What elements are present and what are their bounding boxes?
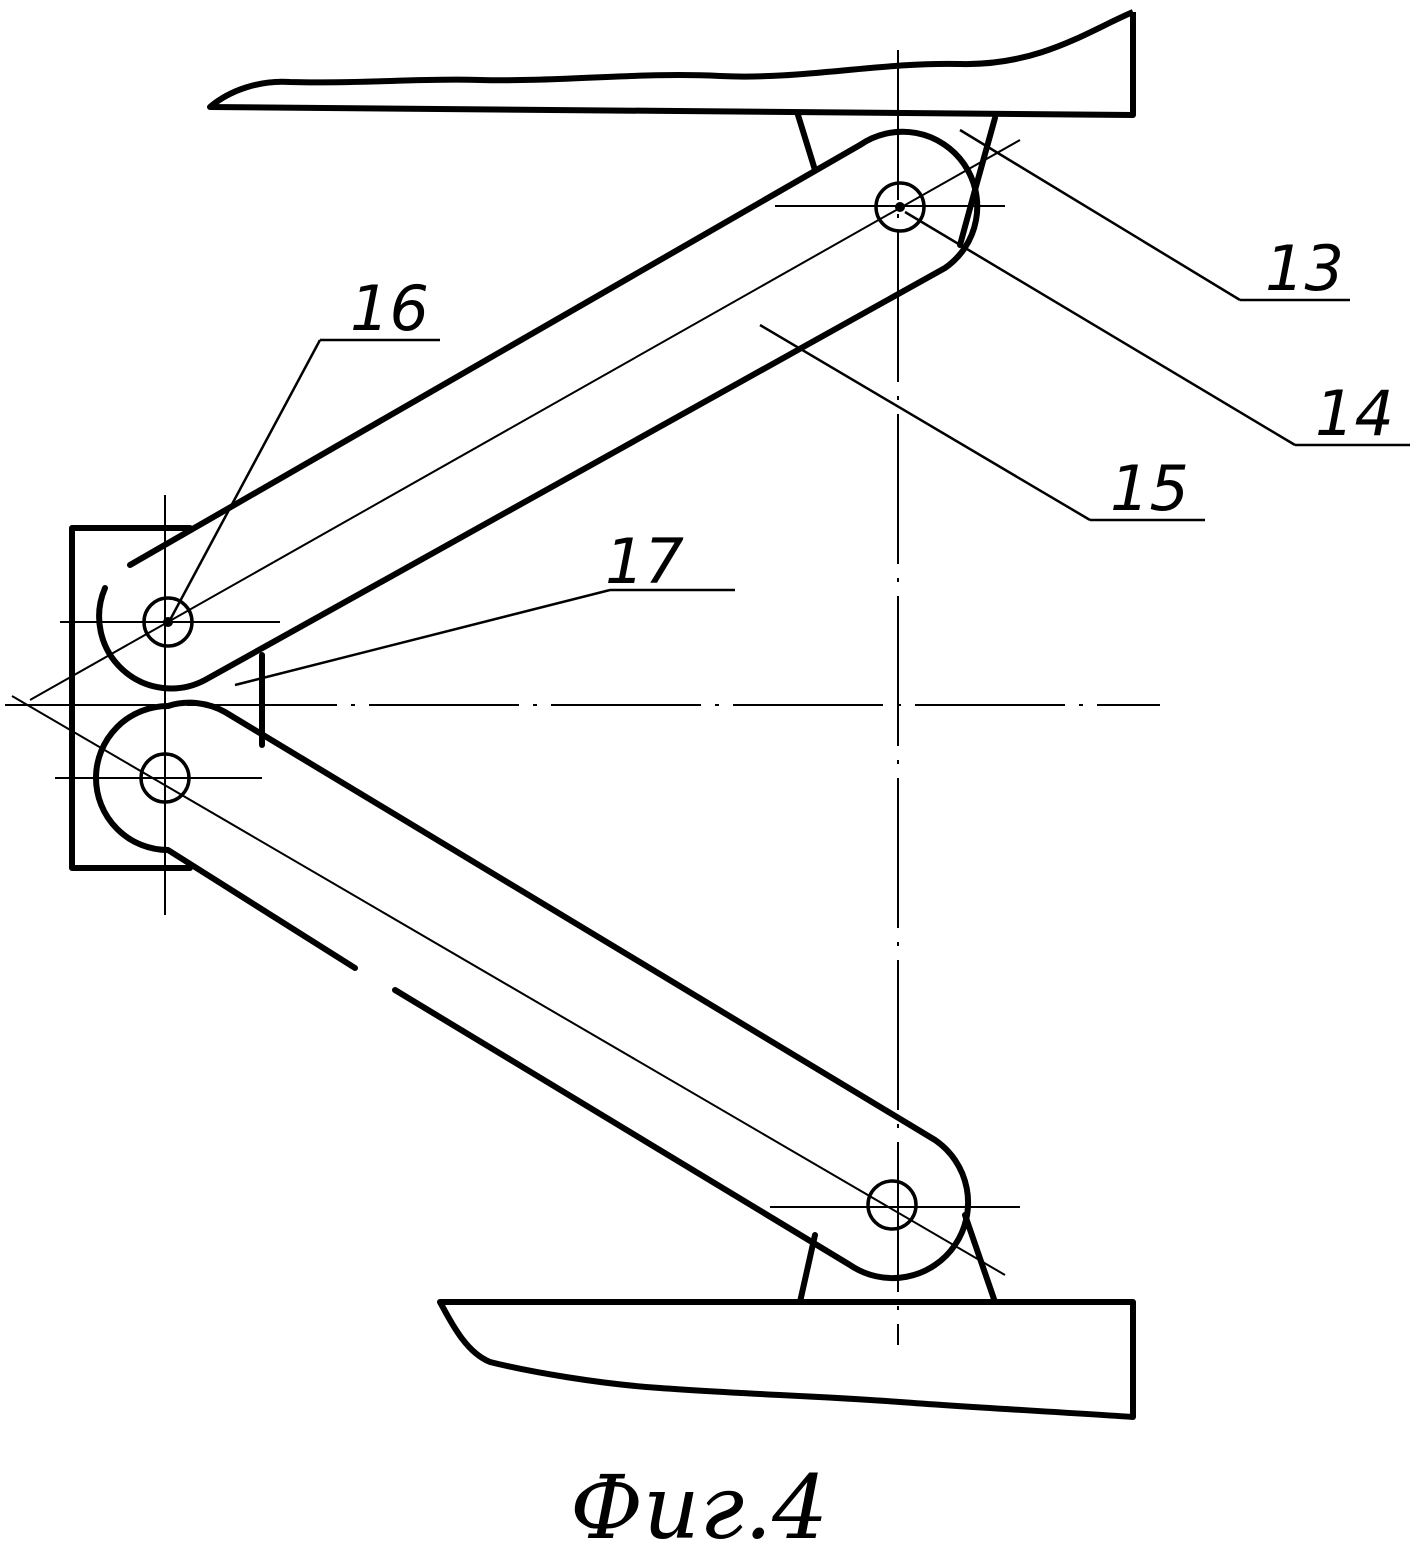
top-bracket [795, 112, 998, 248]
label-15: 15 [1110, 452, 1189, 525]
label-14: 14 [1315, 377, 1394, 450]
bottom-shelf [437, 1299, 1136, 1420]
center-lines [5, 50, 1160, 1345]
top-shelf [207, 9, 1136, 118]
bottom-bracket [797, 1212, 998, 1305]
figure-caption: Фиг.4 [570, 1456, 828, 1557]
left-block [69, 525, 265, 871]
reference-labels: 13 14 15 16 17 [350, 232, 1394, 598]
leader-lines [168, 128, 1410, 687]
lower-link [11, 695, 1006, 1282]
upper-link [29, 128, 1021, 701]
label-16: 16 [350, 272, 429, 345]
label-17: 17 [605, 525, 684, 598]
label-13: 13 [1265, 232, 1344, 305]
